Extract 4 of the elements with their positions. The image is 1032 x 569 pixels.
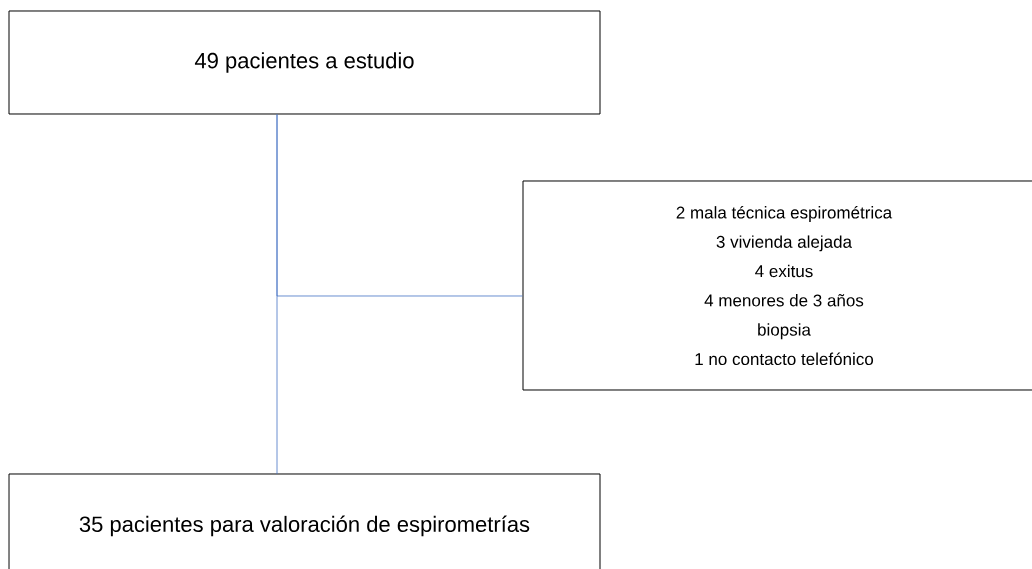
connector-line [276, 114, 523, 297]
step-box: 49 pacientes a estudio [8, 10, 601, 115]
exclusion-box: 2 mala técnica espirométrica 3 vivienda alejada 4 exitus 4 menores de 3 años biopsia 1 no contacto telefónico [522, 180, 1032, 391]
step-box: 35 pacientes para valoración de espirometrías [8, 473, 601, 569]
